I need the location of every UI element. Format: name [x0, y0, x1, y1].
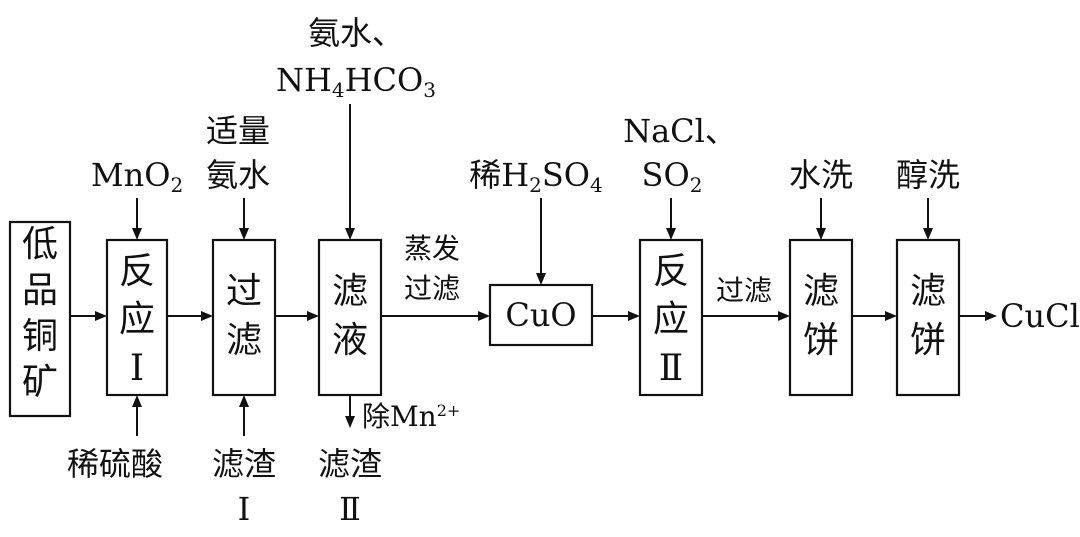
arrowhead-water-wash-down: [816, 228, 826, 240]
product-cucl: CuCl: [1000, 297, 1080, 335]
arrowhead-nh4hco3-down: [345, 228, 355, 240]
arrowhead-cake2-to-product: [985, 311, 997, 321]
box-low-grade-copper-ore: [8, 220, 72, 418]
arrowhead-ammonia-down: [239, 228, 249, 240]
label-ammonia-line1: 适量: [206, 112, 270, 150]
box-filter-cake-2: [895, 238, 961, 397]
ore-char-1: 低: [22, 224, 58, 265]
arrowhead-reaction2-to-cake1: [778, 311, 790, 321]
arrowhead-filtrate-to-cuo: [478, 311, 490, 321]
arrowhead-ore-to-reaction1: [95, 311, 107, 321]
arrowhead-cuo-to-reaction2: [628, 311, 640, 321]
arrowhead-mno2-down: [132, 228, 142, 240]
label-filter2: 过滤: [716, 274, 772, 307]
cuo-label: CuO: [505, 296, 576, 334]
label-residue1-line2: Ⅰ: [238, 490, 251, 528]
reaction1-char-3: Ⅰ: [130, 348, 144, 389]
ore-char-4: 矿: [22, 362, 58, 403]
label-so2: SO2: [642, 156, 703, 197]
cake2-char-1: 滤: [910, 271, 946, 312]
label-water-wash: 水洗: [789, 156, 853, 194]
label-residue1-line1: 滤渣: [212, 445, 276, 483]
reaction2-char-3: Ⅱ: [659, 348, 683, 389]
ore-char-2: 品: [22, 270, 58, 311]
reaction1-char-1: 反: [119, 251, 155, 292]
filter-char-1: 过: [226, 271, 262, 312]
arrowhead-filter-to-filtrate: [307, 311, 319, 321]
box-reaction-2: [638, 238, 704, 397]
ore-char-3: 铜: [22, 316, 58, 357]
label-evaporate-filter: 过滤: [404, 272, 460, 305]
cake2-char-2: 饼: [910, 320, 946, 361]
box-filter-cake-1: [788, 238, 854, 397]
label-residue2-line1: 滤渣: [318, 445, 382, 483]
cake1-char-1: 滤: [803, 271, 839, 312]
arrowhead-cake1-to-cake2: [885, 311, 897, 321]
cake1-char-2: 饼: [803, 320, 839, 361]
label-evaporate: 蒸发: [404, 232, 460, 265]
label-dilute-sulfuric: 稀硫酸: [67, 445, 163, 483]
arrowhead-residue1-up: [239, 395, 249, 407]
label-dilute-h2so4: 稀H2SO4: [469, 156, 603, 197]
reaction2-char-2: 应: [653, 299, 689, 340]
arrowhead-h2so4-down: [536, 273, 546, 285]
arrowhead-alcohol-wash-down: [923, 228, 933, 240]
filtrate-char-2: 液: [332, 320, 368, 361]
box-reaction-1: [105, 238, 169, 397]
arrowhead-reaction1-to-filter: [201, 311, 213, 321]
label-nacl: NaCl、: [623, 112, 737, 150]
label-ammonia-comma: 氨水、: [308, 14, 404, 52]
label-ammonia-line2: 氨水: [206, 156, 270, 194]
label-remove-mn: 除Mn2+: [362, 400, 460, 433]
arrowhead-remove-mn-down: [345, 416, 355, 428]
reaction1-char-2: 应: [119, 299, 155, 340]
filtrate-char-1: 滤: [332, 271, 368, 312]
arrowhead-nacl-so2-down: [666, 228, 676, 240]
reaction2-char-1: 反: [653, 251, 689, 292]
label-mno2: MnO2: [91, 156, 183, 197]
label-nh4hco3: NH4HCO3: [276, 61, 436, 102]
box-filter: [211, 238, 277, 397]
label-alcohol-wash: 醇洗: [896, 156, 960, 194]
label-residue2-line2: Ⅱ: [339, 490, 361, 528]
arrowhead-dilute-sulfuric-up: [132, 395, 142, 407]
box-filtrate: [317, 238, 383, 397]
filter-char-2: 滤: [226, 320, 262, 361]
